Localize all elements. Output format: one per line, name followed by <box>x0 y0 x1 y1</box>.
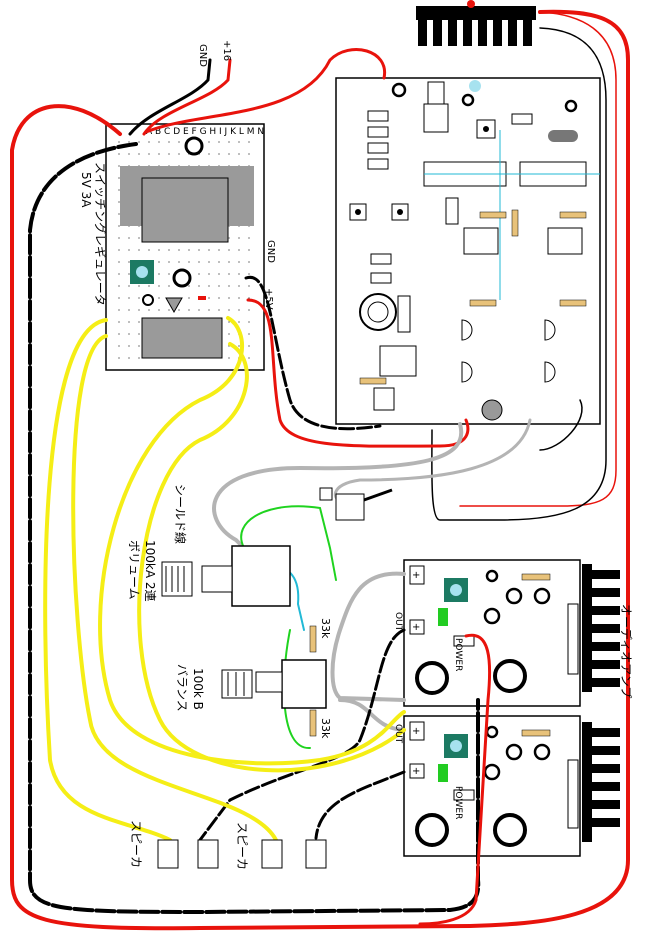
column-letters: A B C D E F G H I J K L M N <box>146 127 264 137</box>
speaker-jacks <box>157 839 327 869</box>
volume-pot <box>161 545 291 607</box>
shield-wire-label: シールド線 <box>173 484 188 544</box>
toggle-switch <box>319 487 393 521</box>
plus5v-label: +5V <box>263 288 274 310</box>
resistor-33k-1 <box>309 625 317 653</box>
plus-label-a: + <box>412 570 420 581</box>
speaker-label-1: スピーカ <box>129 820 143 868</box>
volume-value: 100kA 2連 <box>143 540 157 602</box>
resistor-33k-2 <box>309 709 317 737</box>
power-label-2: POWER <box>453 786 463 819</box>
regulator-spec: 5V 3A <box>79 172 93 208</box>
power-label-1: POWER <box>453 638 463 671</box>
resistor-33k-1-label: 33k <box>319 618 332 639</box>
top-heatsink <box>416 0 536 46</box>
plus-label-c: + <box>412 726 420 737</box>
switching-regulator-board: A B C D E F G H I J K L M N <box>105 123 265 371</box>
resistor-33k-2-label: 33k <box>319 718 332 739</box>
balance-pot <box>221 659 327 709</box>
plus-label-d: + <box>412 766 420 777</box>
plus-label-b: + <box>412 622 420 633</box>
audio-amp-title: オーディオアンプ <box>619 604 634 698</box>
plus16-label: +16 <box>221 40 232 61</box>
volume-title: ボリューム <box>127 540 141 600</box>
gnd-mid-label: GND <box>265 240 276 263</box>
gnd-top-label: GND <box>197 44 208 67</box>
out-label-a: OUT <box>393 612 403 632</box>
balance-value: 100k B <box>191 668 205 710</box>
balance-title: バランス <box>175 664 189 712</box>
main-board <box>335 0 601 425</box>
audio-amp-upper <box>403 559 620 707</box>
speaker-label-2: スピーカ <box>235 822 249 870</box>
regulator-title: スイッチングレギュレータ <box>93 162 107 306</box>
out-label-b: OUT <box>393 724 403 744</box>
audio-amp-lower <box>403 715 620 857</box>
